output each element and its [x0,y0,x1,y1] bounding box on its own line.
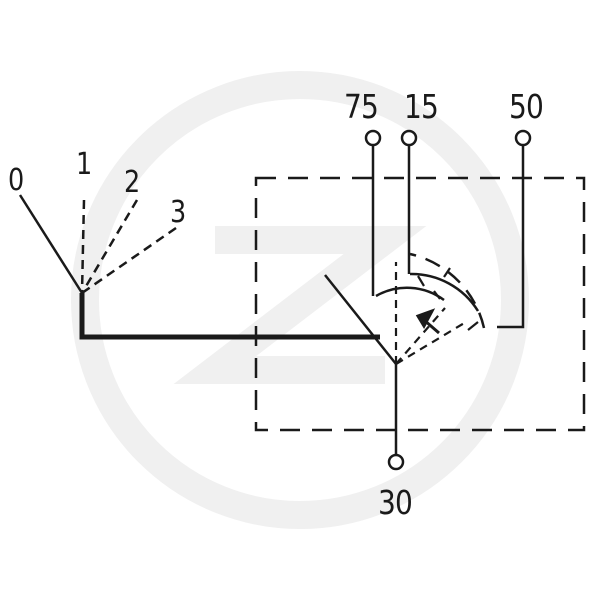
position-0-line [18,194,84,294]
terminal-wires [371,145,525,455]
contact-arcs [375,252,486,331]
position-3-line [81,226,177,295]
watermark-logo [71,71,529,529]
wire-50 [497,145,525,329]
switch-lever [324,274,397,365]
terminal-50-label: 50 [509,87,544,126]
terminal-15-label: 15 [404,87,439,126]
terminal-50-circle [514,129,532,147]
terminal-circles [364,129,532,471]
position-fan [18,194,177,295]
position-0-label: 0 [8,163,24,198]
terminal-30-circle [387,453,405,471]
position-2-line [80,199,139,294]
terminal-75-circle [364,129,382,147]
terminal-30-label: 30 [378,483,413,522]
position-3-label: 3 [170,195,186,230]
switch-housing-dashed [254,176,586,432]
position-1-line [80,199,86,294]
terminal-75-label: 75 [344,87,379,126]
actuator-linkage [79,293,380,340]
terminal-15-circle [400,129,418,147]
rotation-arrow-icon [415,308,440,335]
switch-dashed-fan [394,262,467,365]
position-1-label: 1 [76,147,92,182]
position-2-label: 2 [124,165,140,200]
